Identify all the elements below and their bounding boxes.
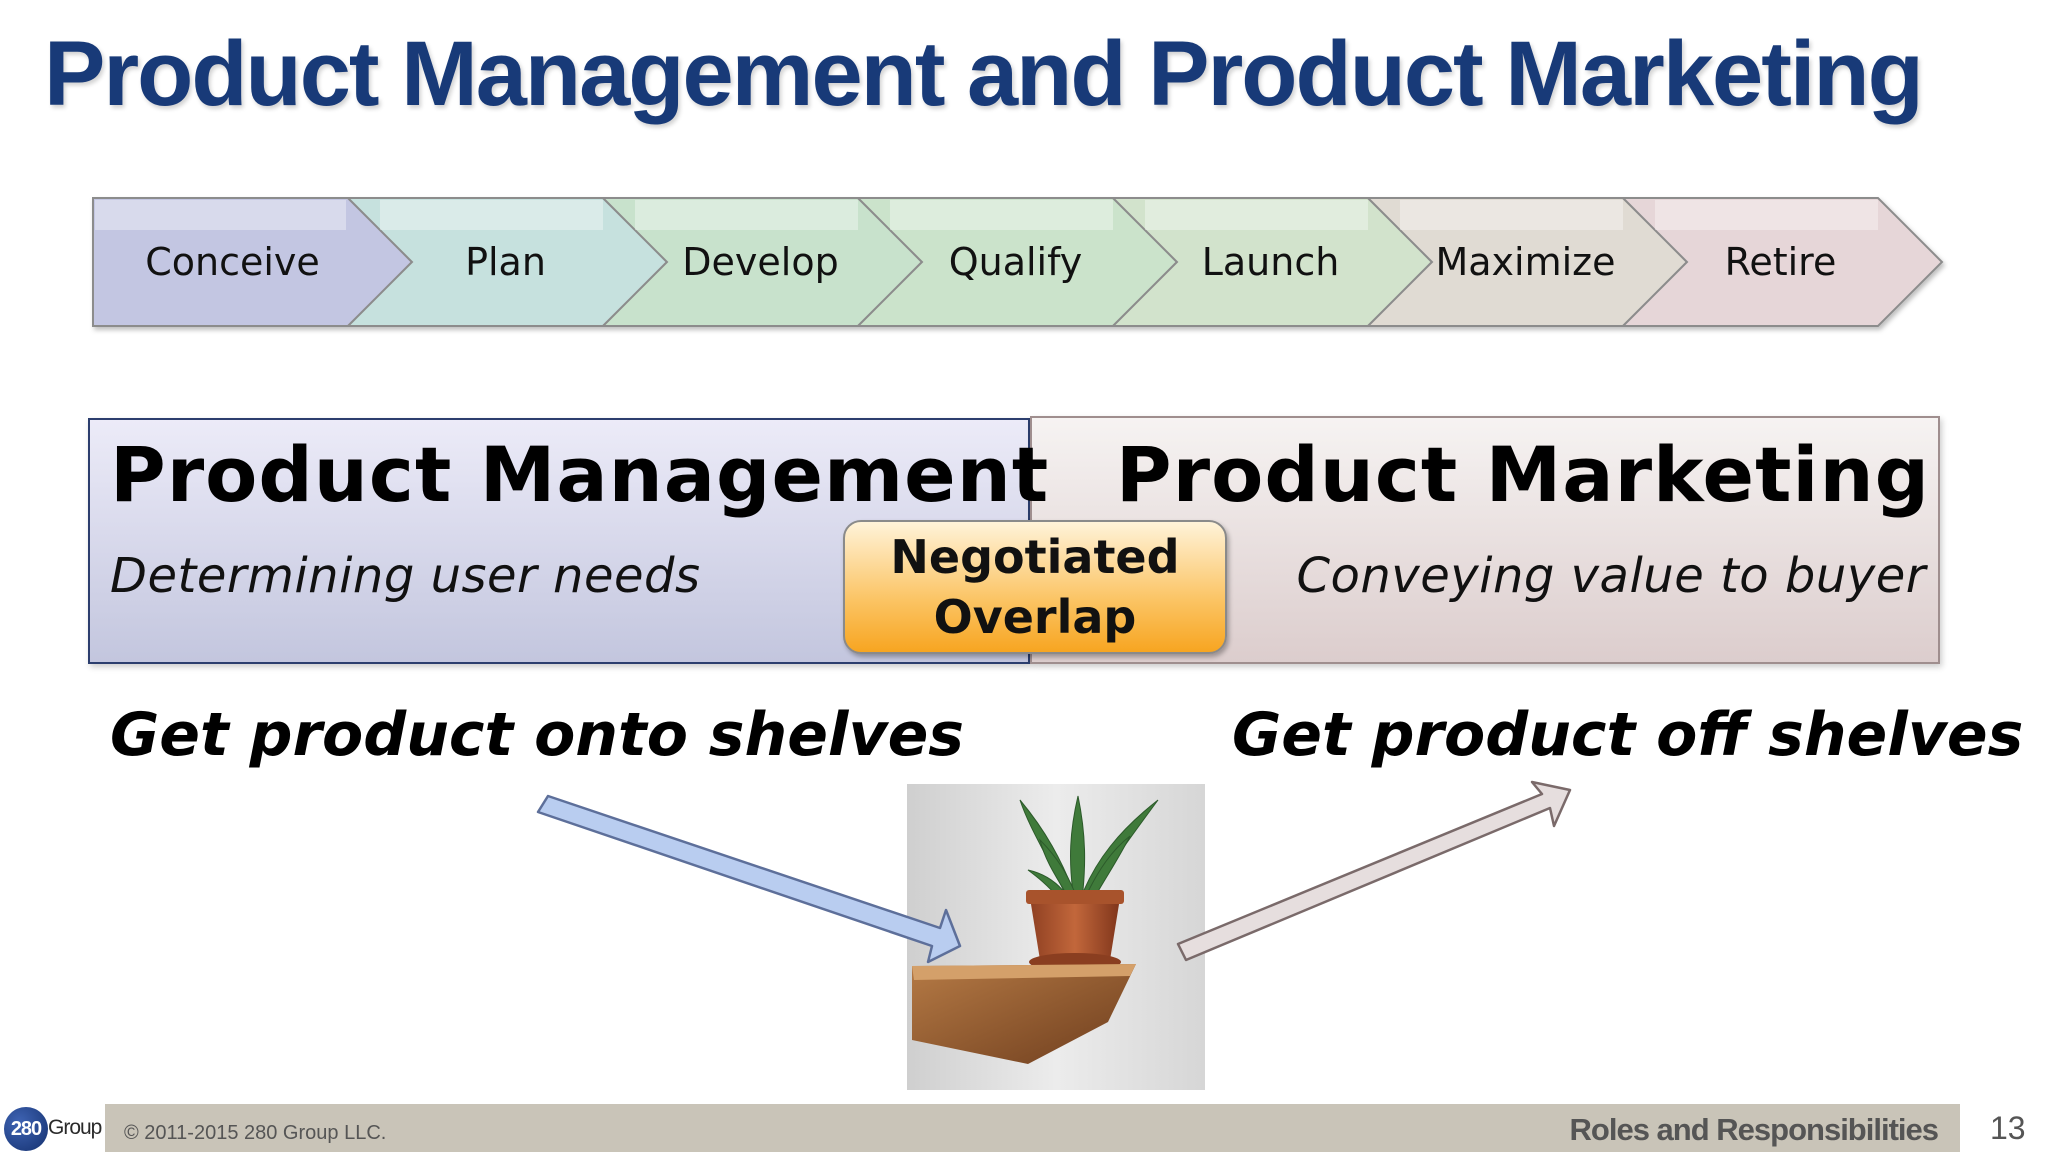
page-number: 13 bbox=[1990, 1110, 2026, 1146]
chevron-label-qualify: Qualify bbox=[949, 240, 1083, 284]
chevron-label-develop: Develop bbox=[682, 240, 838, 284]
overlap-line-1: Negotiated bbox=[890, 530, 1180, 584]
footer-bar bbox=[105, 1104, 1960, 1152]
arrow-onto-shelf bbox=[536, 794, 962, 964]
negotiated-overlap-badge: Negotiated Overlap bbox=[843, 520, 1227, 654]
product-management-title: Product Management bbox=[110, 430, 1050, 519]
logo-word: Group bbox=[48, 1116, 102, 1139]
section-name: Roles and Responsibilities bbox=[1569, 1112, 1939, 1147]
chevron-label-maximize: Maximize bbox=[1435, 240, 1615, 284]
logo-circle: 280 bbox=[4, 1107, 48, 1151]
chevron-gloss bbox=[1655, 200, 1878, 230]
chevron-gloss bbox=[635, 200, 858, 230]
chevron-label-plan: Plan bbox=[465, 240, 546, 284]
chevron-label-retire: Retire bbox=[1725, 240, 1837, 284]
arrow-off-shelf bbox=[1176, 780, 1572, 962]
copyright-text: © 2011-2015 280 Group LLC. bbox=[124, 1122, 387, 1144]
chevron-gloss bbox=[890, 200, 1113, 230]
chevron-gloss bbox=[1400, 200, 1623, 230]
slide-title: Product Management and Product Marketing bbox=[44, 23, 1924, 125]
off-shelves-text: Get product off shelves bbox=[1232, 700, 2024, 770]
chevron-gloss bbox=[380, 200, 603, 230]
chevron-gloss bbox=[95, 200, 346, 230]
product-lifecycle-chevrons: Conceive Plan Develop Qualify Launch Maximize… bbox=[92, 197, 1944, 327]
280-group-logo: 280 Group bbox=[4, 1107, 104, 1151]
product-marketing-title: Product Marketing bbox=[1115, 430, 1930, 519]
overlap-line-2: Overlap bbox=[933, 590, 1137, 644]
chevron-gloss bbox=[1145, 200, 1368, 230]
chevron-label-launch: Launch bbox=[1202, 240, 1340, 284]
product-management-subtitle: Determining user needs bbox=[110, 548, 701, 604]
chevron-label-conceive: Conceive bbox=[145, 240, 320, 284]
product-marketing-subtitle: Conveying value to buyer bbox=[1296, 548, 1926, 604]
onto-shelves-text: Get product onto shelves bbox=[110, 700, 965, 770]
shelf-photo bbox=[907, 784, 1205, 1090]
